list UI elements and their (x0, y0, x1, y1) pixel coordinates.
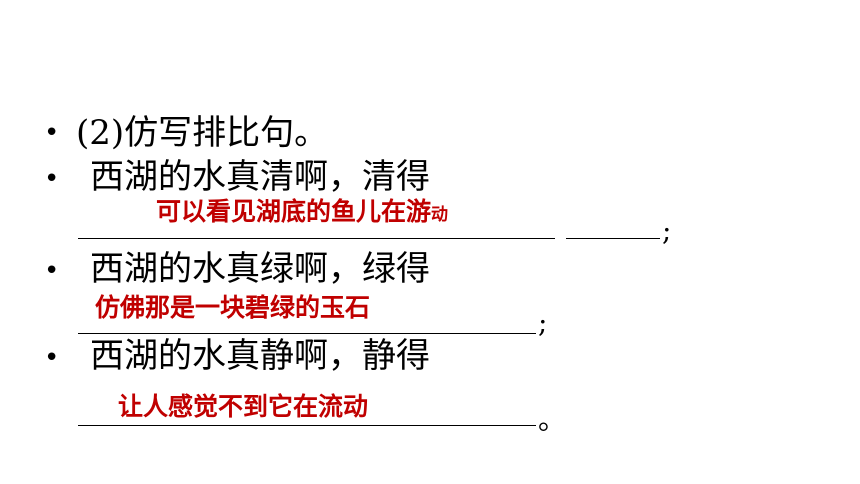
period-final: 。 (538, 403, 567, 436)
blank-line-clear (78, 238, 555, 239)
prompt-still: 西湖的水真静啊，静得 (90, 336, 430, 376)
answer-still: 让人感觉不到它在流动 (118, 392, 369, 421)
answer-clear-tail: 动 (431, 205, 449, 225)
bullet-4: • (44, 343, 60, 373)
prompt-clear: 西湖的水真清啊，清得 (90, 157, 430, 197)
bullet-1: • (44, 118, 60, 148)
semicolon-2: ; (538, 306, 548, 339)
question-title: (2)仿写排比句。 (76, 113, 329, 153)
answer-clear: 可以看见湖底的鱼儿在游动 (156, 199, 448, 224)
semicolon-1: ; (662, 214, 672, 247)
bullet-3: • (44, 256, 60, 286)
blank-line-clear-extra (566, 238, 660, 239)
blank-line-green (78, 333, 536, 334)
prompt-green: 西湖的水真绿啊，绿得 (90, 249, 430, 289)
answer-green: 仿佛那是一块碧绿的玉石 (95, 293, 371, 322)
blank-line-still (78, 425, 536, 426)
answer-clear-main: 可以看见湖底的鱼儿在游 (156, 197, 432, 226)
bullet-2: • (44, 164, 60, 194)
